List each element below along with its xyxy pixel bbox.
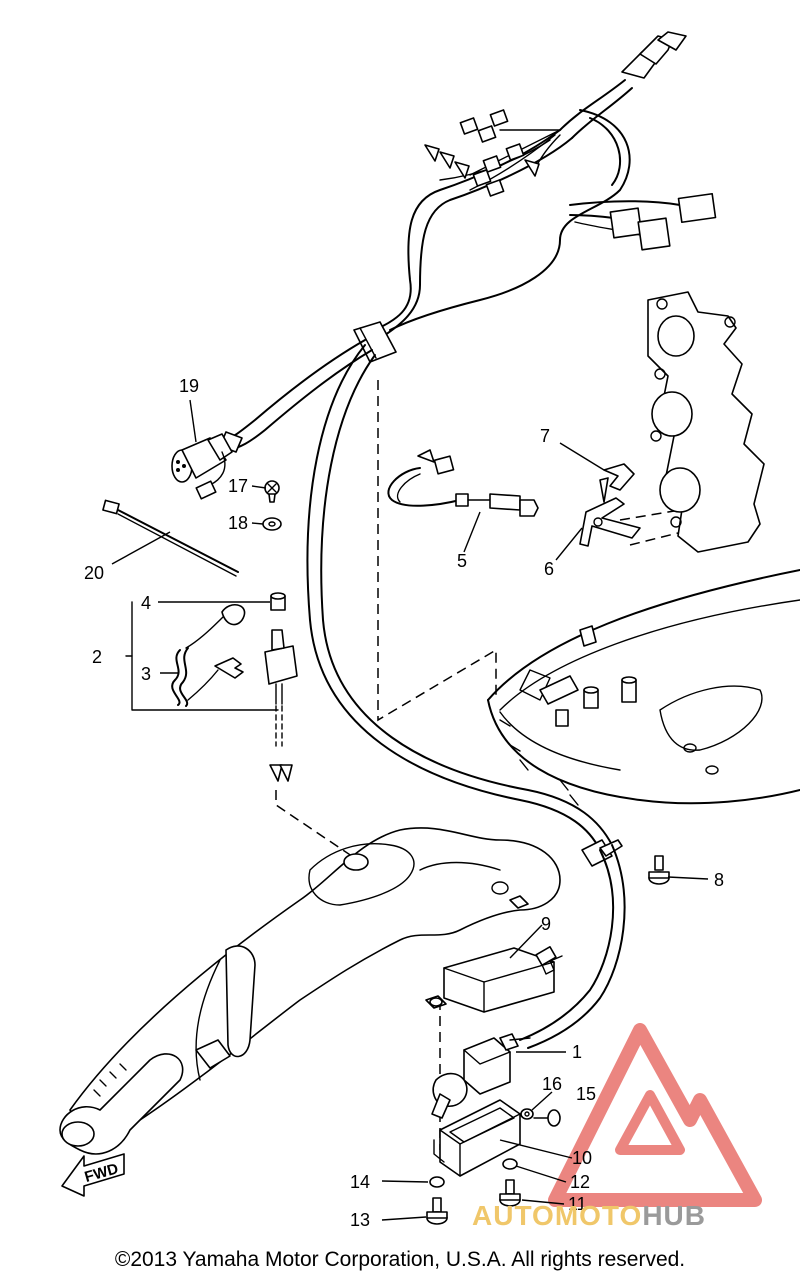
cover-9 (425, 946, 563, 1013)
callout-9: 9 (541, 914, 551, 934)
callout-16: 16 (542, 1074, 562, 1094)
assembly-lines (275, 380, 497, 1150)
screw-17 (264, 480, 280, 503)
callout-17: 17 (228, 476, 248, 496)
bottom-cowling (487, 569, 800, 806)
tiller-handle (59, 827, 561, 1155)
callout-2: 2 (92, 647, 102, 667)
watermark-text-hub: HUB (642, 1200, 706, 1231)
callout-7: 7 (540, 426, 550, 446)
callout-11: 11 (568, 1194, 587, 1214)
callout-10: 10 (572, 1148, 592, 1168)
engine-block (647, 291, 765, 553)
callout-1: 1 (572, 1042, 582, 1062)
switch-1 (431, 1033, 531, 1119)
cable-tie-20 (102, 499, 239, 577)
callout-numbers: 19 17 18 20 4 2 3 7 5 6 8 9 1 16 15 10 1… (84, 376, 724, 1230)
callout-13: 13 (350, 1210, 370, 1230)
kill-switch-assembly (125, 592, 298, 782)
watermark-text: AUTOMOTOHUB (472, 1200, 706, 1232)
callout-15: 15 (576, 1084, 596, 1104)
watermark-text-moto: MOTO (554, 1200, 643, 1231)
watermark-text-auto: AUTO (472, 1200, 555, 1231)
callout-4: 4 (141, 593, 151, 613)
callout-18: 18 (228, 513, 248, 533)
callout-5: 5 (457, 551, 467, 571)
bolt-11 (499, 1179, 521, 1207)
sensor-5 (387, 449, 539, 517)
washer-16 (520, 1108, 534, 1120)
connector-19 (171, 433, 233, 500)
callout-14: 14 (350, 1172, 370, 1192)
callout-6: 6 (544, 559, 554, 579)
watermark-logo (548, 1023, 762, 1207)
screw-15 (533, 1109, 561, 1127)
holder-10 (433, 1099, 521, 1177)
clamp-and-bolt-8 (581, 839, 670, 885)
callout-19: 19 (179, 376, 199, 396)
washer-12 (502, 1158, 518, 1170)
forward-arrow-icon: FWD (61, 1153, 125, 1197)
copyright-notice: ©2013 Yamaha Motor Corporation, U.S.A. A… (114, 1248, 686, 1271)
callout-8: 8 (714, 870, 724, 890)
wire-harness (219, 31, 717, 851)
loom-lower (519, 844, 626, 1049)
washer-14 (429, 1176, 445, 1188)
washer-18 (262, 517, 282, 531)
callout-20: 20 (84, 563, 104, 583)
bolt-13 (426, 1197, 448, 1225)
clip-7 (599, 463, 635, 503)
callout-12: 12 (570, 1172, 590, 1192)
callout-3: 3 (141, 664, 151, 684)
leader-lines (111, 399, 709, 1221)
